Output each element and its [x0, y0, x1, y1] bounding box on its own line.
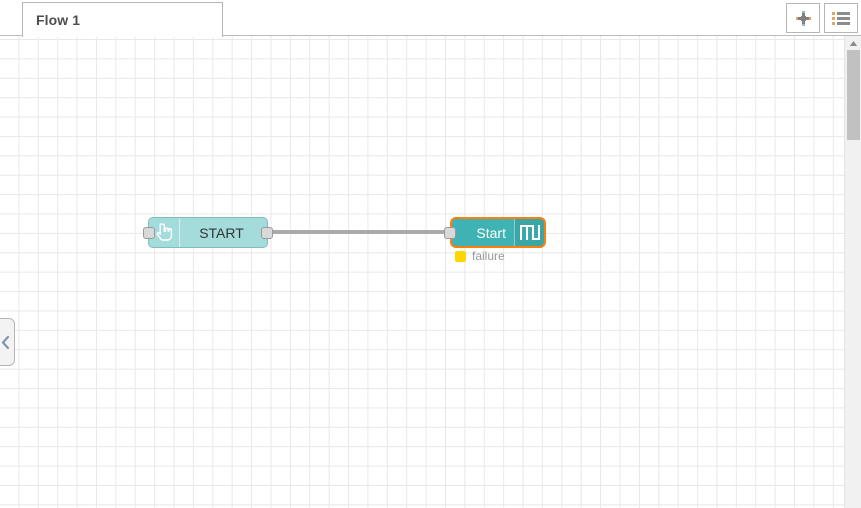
node-input-port[interactable]: [143, 227, 155, 239]
tab-label: Flow 1: [36, 12, 81, 28]
flow-tab-bar: Flow 1: [0, 0, 861, 37]
status-dot-icon: [455, 250, 466, 262]
node-inject-start[interactable]: START: [143, 217, 273, 248]
add-flow-button[interactable]: [786, 3, 820, 33]
canvas-vertical-scrollbar[interactable]: [844, 36, 861, 508]
scrollbar-thumb[interactable]: [847, 50, 860, 140]
wire-inject-to-start[interactable]: [152, 230, 452, 234]
tab-flow-1[interactable]: Flow 1: [22, 2, 223, 37]
square-wave-icon: [519, 224, 540, 241]
flow-canvas[interactable]: START Start failure: [0, 36, 861, 508]
chevron-left-icon: [1, 335, 10, 349]
plus-icon: [795, 10, 811, 26]
caret-up-icon: [849, 40, 857, 46]
list-icon: [832, 11, 850, 25]
hand-pointer-icon: [156, 223, 173, 241]
node-label: Start: [476, 224, 506, 241]
scrollbar-up-button[interactable]: [845, 36, 861, 50]
node-icon-container: [514, 219, 544, 246]
node-start-exec[interactable]: Start: [444, 217, 546, 248]
status-label: failure: [472, 249, 505, 263]
node-input-port[interactable]: [444, 227, 456, 239]
flow-list-button[interactable]: [824, 3, 858, 33]
tab-bar-tools: [786, 0, 861, 36]
node-icon-container: [149, 218, 180, 247]
sidebar-expand-handle[interactable]: [0, 318, 15, 366]
node-label: START: [199, 224, 244, 241]
node-status: failure: [455, 249, 505, 263]
node-output-port[interactable]: [261, 227, 273, 239]
